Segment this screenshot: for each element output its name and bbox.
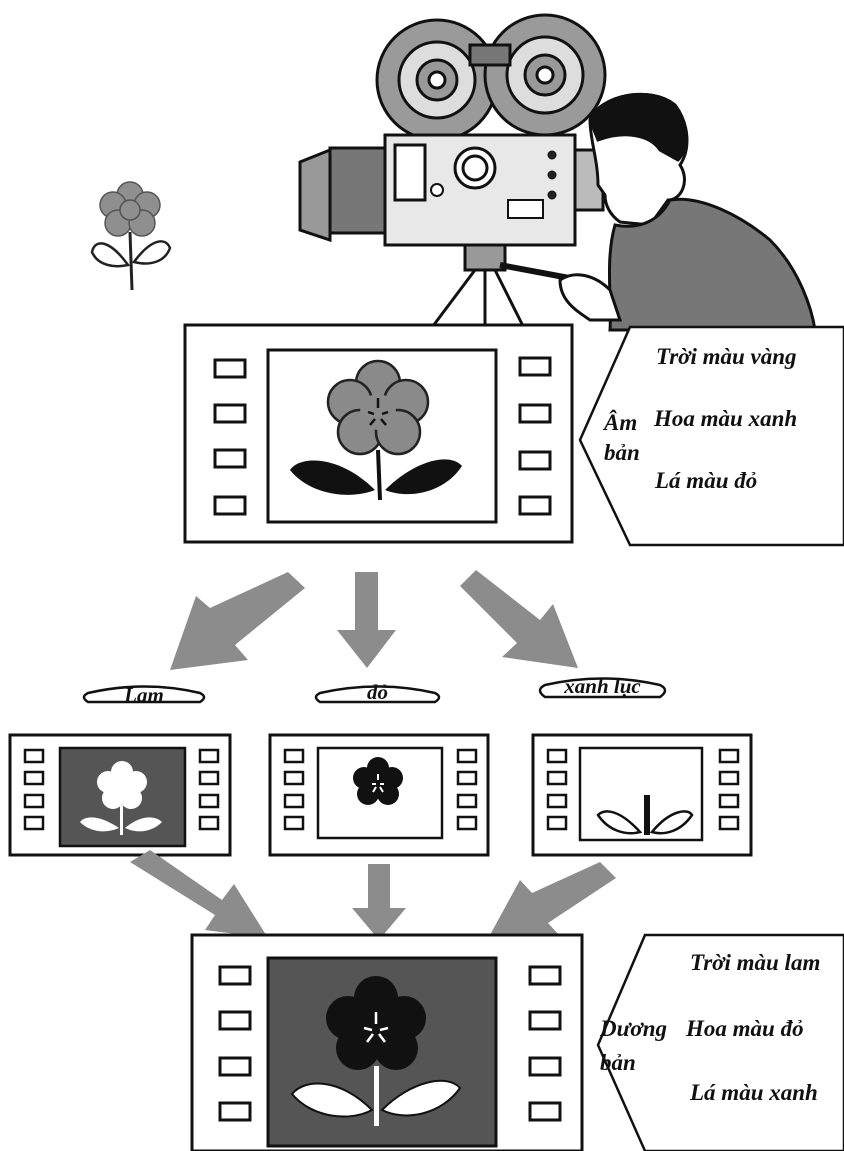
merge-arrows <box>130 850 616 940</box>
filter-label-red: đỏ <box>367 680 388 704</box>
filter-label-green: xanh lục <box>564 674 641 698</box>
positive-film-frame <box>190 933 584 1151</box>
negative-type-label-line2: bản <box>604 440 640 465</box>
negative-label-bracket <box>578 325 844 547</box>
positive-label-bracket <box>596 933 844 1151</box>
green-separation-frame <box>531 733 753 857</box>
positive-sky-label: Trời màu lam <box>690 950 821 975</box>
positive-flower-icon <box>290 976 462 1126</box>
negative-type-label-line1: Âm <box>604 410 638 435</box>
positive-type-label-line2: bản <box>600 1050 636 1075</box>
subject-flower-icon <box>90 181 172 291</box>
negative-flower-label: Hoa màu xanh <box>654 406 798 431</box>
film-camera-illustration <box>298 13 817 332</box>
negative-flower-icon <box>290 359 462 501</box>
negative-film-frame <box>183 323 574 544</box>
negative-sky-label: Trời màu vàng <box>656 344 797 369</box>
filter-lenses <box>82 677 667 704</box>
positive-flower-label: Hoa màu đỏ <box>686 1016 804 1041</box>
negative-leaves-label: Lá màu đỏ <box>655 468 758 493</box>
positive-type-label-line1: Dương <box>600 1016 668 1041</box>
blue-separation-frame <box>8 733 232 857</box>
red-separation-frame <box>268 733 490 857</box>
filter-label-blue: Lam <box>124 683 164 707</box>
positive-leaves-label: Lá màu xanh <box>690 1080 818 1105</box>
split-arrows <box>170 570 578 670</box>
